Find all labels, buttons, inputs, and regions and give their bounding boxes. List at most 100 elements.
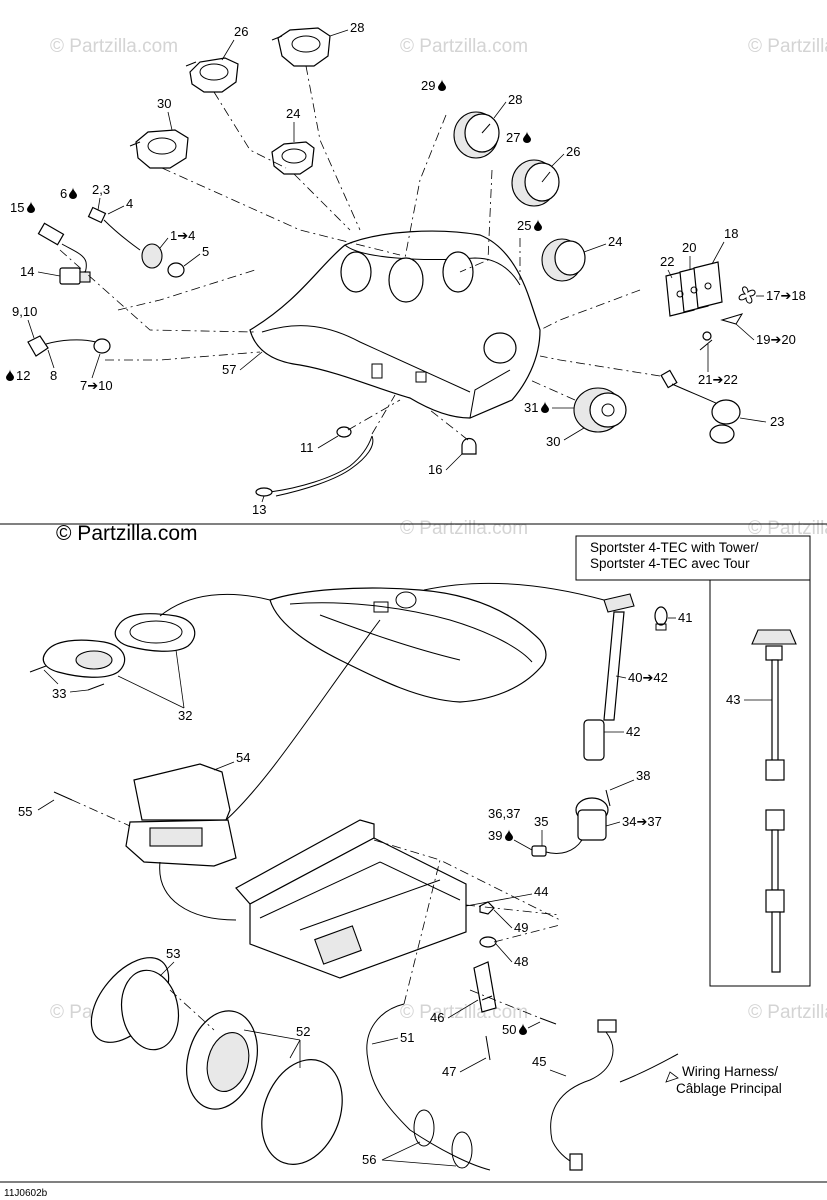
callout-28: 28 <box>508 92 522 107</box>
speaker-cover-part-32 <box>114 613 196 652</box>
watermark-text: © Partzilla.com <box>50 36 178 57</box>
connector-part-6 <box>87 206 141 251</box>
callout-2-3: 2,3 <box>92 182 110 197</box>
speaker-housing-part-53 <box>90 957 180 1051</box>
bulb-part-41 <box>654 606 668 631</box>
bezel-part-28 <box>271 27 331 67</box>
oil-drop-icon <box>534 219 542 231</box>
harness-part-45 <box>550 1019 617 1171</box>
callout-16: 16 <box>428 462 442 477</box>
callout-35: 35 <box>534 814 548 829</box>
light-pole-part-40 <box>583 593 635 761</box>
cable-part-51 <box>366 1003 491 1171</box>
fan-icon-part-17 <box>738 286 756 304</box>
screw-part-38 <box>605 789 611 807</box>
callout-50: 50 <box>502 1022 516 1037</box>
lower-leader-lines <box>71 582 679 1083</box>
nut-part-49 <box>479 901 495 915</box>
callout-38: 38 <box>636 768 650 783</box>
callout-9-10: 9,10 <box>12 304 37 319</box>
callout-32: 32 <box>178 708 192 723</box>
wiring-harness-label-fr: Câblage Principal <box>676 1081 782 1096</box>
bezel-part-30 <box>129 129 189 169</box>
watermark-text: © Partzilla.com <box>400 36 528 57</box>
sensor-part-9 <box>27 335 111 357</box>
callout-42: 42 <box>626 724 640 739</box>
callout-30: 30 <box>546 434 560 449</box>
callout-33: 33 <box>52 686 66 701</box>
cable-tie-part-56 <box>413 1109 473 1169</box>
bracket-part-46 <box>473 961 497 1013</box>
callout-40-to-42: 40➔42 <box>628 670 668 685</box>
callout-41: 41 <box>678 610 692 625</box>
bezel-part-24 <box>271 141 315 175</box>
callout-36-37: 36,37 <box>488 806 521 821</box>
gauge-part-26 <box>511 159 560 207</box>
oil-drop-icon <box>519 1023 527 1035</box>
clip-part-21 <box>699 331 713 351</box>
washer-part-48 <box>479 936 497 948</box>
callout-48: 48 <box>514 954 528 969</box>
screw-part-33 <box>29 665 105 691</box>
callout-12: 12 <box>16 368 30 383</box>
callout-22: 22 <box>660 254 674 269</box>
stereo-unit-part-44 <box>235 819 467 979</box>
tower-light-pole-part-43 <box>751 629 797 973</box>
tower-box-title-en: Sportster 4-TEC with Tower/ <box>590 540 759 555</box>
oil-drop-icon <box>69 187 77 199</box>
callout-24: 24 <box>286 106 300 121</box>
watermark-text: © Partzilla.com <box>400 518 528 539</box>
callout-54: 54 <box>236 750 250 765</box>
watermark-text: © Partzilla.com <box>748 36 827 57</box>
callout-14: 14 <box>20 264 34 279</box>
oil-drop-icon <box>505 829 513 841</box>
copyright-text: © Partzilla.com <box>56 522 198 545</box>
bezel-part-26 <box>185 57 239 93</box>
oil-drop-icon <box>27 201 35 213</box>
callout-20: 20 <box>682 240 696 255</box>
callout-49: 49 <box>514 920 528 935</box>
oil-drop-icon <box>438 79 446 91</box>
callout-28: 28 <box>350 20 364 35</box>
callout-25: 25 <box>517 218 531 233</box>
connector-part-35 <box>531 839 583 857</box>
gauge-part-28 <box>453 111 500 159</box>
callout-11: 11 <box>300 440 314 455</box>
callout-13: 13 <box>252 502 266 517</box>
speaker-part-52 <box>186 1010 343 1165</box>
callout-44: 44 <box>534 884 548 899</box>
boat-hull <box>269 587 547 703</box>
callout-17-to-18: 17➔18 <box>766 288 806 303</box>
callout-31: 31 <box>524 400 538 415</box>
callout-47: 47 <box>442 1064 456 1079</box>
figure-code: 11J0602b <box>4 1188 48 1199</box>
callout-26: 26 <box>566 144 580 159</box>
callout-19-to-20: 19➔20 <box>756 332 796 347</box>
callout-51: 51 <box>400 1030 414 1045</box>
watermark-text: © Partzilla.com <box>748 1002 827 1023</box>
gauge-part-24 <box>541 238 586 282</box>
callout-26: 26 <box>234 24 248 39</box>
callout-1-to-4: 1➔4 <box>170 228 195 243</box>
key-part-19 <box>720 313 744 325</box>
tower-box-title-fr: Sportster 4-TEC avec Tour <box>590 556 750 571</box>
stereo-cover-part-54 <box>125 763 237 867</box>
callout-43: 43 <box>726 692 740 707</box>
callout-24: 24 <box>608 234 622 249</box>
light-base-part-34 <box>575 797 609 841</box>
grommet-part-11 <box>336 426 352 438</box>
callout-53: 53 <box>166 946 180 961</box>
callout-46: 46 <box>430 1010 444 1025</box>
callout-6: 6 <box>60 186 67 201</box>
callout-30: 30 <box>157 96 171 111</box>
callout-45: 45 <box>532 1054 546 1069</box>
watermark-text: © Partzilla.com <box>748 518 827 539</box>
switch-cards-part-18-22 <box>665 261 723 317</box>
outlet-part-23 <box>660 369 741 444</box>
callout-39: 39 <box>488 828 502 843</box>
callout-27: 27 <box>506 130 520 145</box>
screw-part-50 <box>539 1017 557 1025</box>
callout-15: 15 <box>10 200 24 215</box>
callout-8: 8 <box>50 368 57 383</box>
